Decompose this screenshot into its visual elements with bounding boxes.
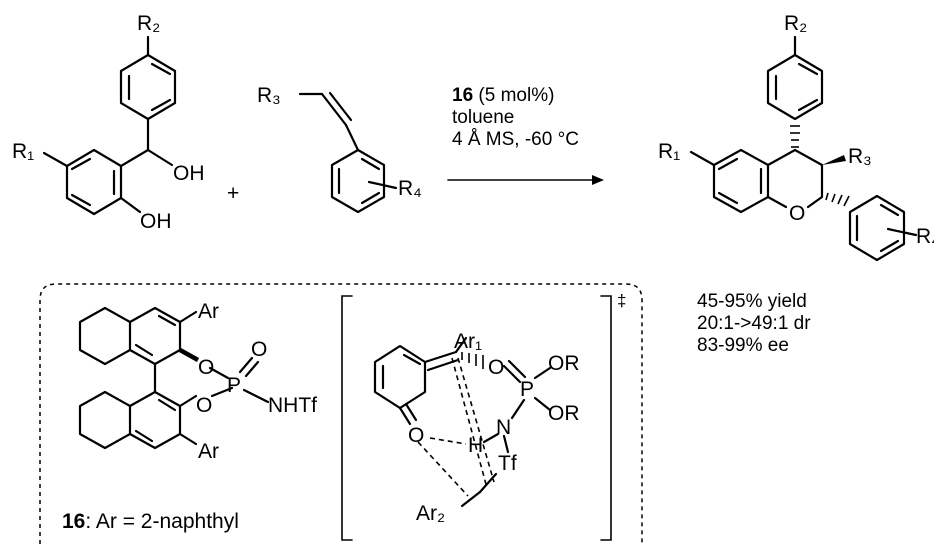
cat-o2: O <box>196 394 212 417</box>
catalyst-panel-border <box>39 283 643 544</box>
additive-label: 4 Å MS, -60 °C <box>452 129 579 150</box>
ts-left-bracket <box>341 295 353 541</box>
product-r2-label: R₂ <box>784 12 807 35</box>
product: R₂ R₁ R₃ O R₄ <box>658 12 934 262</box>
phenol-oh-label: OH <box>140 210 172 233</box>
reactant-2: R₃ R₄ <box>257 84 422 214</box>
cat-ar-top: Ar <box>198 300 219 323</box>
r4-label: R₄ <box>398 177 422 200</box>
ts-h: H <box>468 434 483 457</box>
transition-state: ‡ Ar₁ O <box>341 291 626 541</box>
reactant-1: R₂ OH OH R₁ <box>12 12 205 233</box>
reaction-conditions: 16 (5 mol%) toluene 4 Å MS, -60 °C <box>447 85 604 185</box>
ts-right-bracket <box>600 295 612 541</box>
ts-p: P <box>520 378 534 401</box>
product-r3-label: R₃ <box>848 145 872 168</box>
product-ring-oxygen: O <box>789 202 805 225</box>
plus-sign: + <box>227 182 239 205</box>
r1-label: R₁ <box>12 140 34 163</box>
r2-label: R₂ <box>137 12 160 35</box>
hydroxyl-label: OH <box>173 162 205 185</box>
ts-ar2: Ar₂ <box>416 502 445 525</box>
dr-text: 20:1->49:1 dr <box>697 313 811 334</box>
ts-ar1: Ar₁ <box>454 330 482 353</box>
product-r1-label: R₁ <box>658 140 680 163</box>
cat-o3: O <box>251 338 267 361</box>
cat-p: P <box>227 374 241 397</box>
yield-text: 45-95% yield <box>697 291 807 312</box>
catalyst-label-text: : Ar = 2-naphthyl <box>85 510 239 533</box>
ts-phosphoryl-o: O <box>488 356 504 379</box>
arrow-head <box>592 175 604 185</box>
cat-o1: O <box>198 356 214 379</box>
ts-n: N <box>496 416 511 439</box>
cat-nhtf: NHTf <box>268 394 317 417</box>
catalyst-label-number: 16 <box>62 510 85 533</box>
ts-or-bottom: OR <box>548 402 580 425</box>
catalyst-label: 16: Ar = 2-naphthyl <box>62 510 239 533</box>
ts-or-top: OR <box>548 352 580 375</box>
ee-text: 83-99% ee <box>697 335 789 356</box>
solvent-label: toluene <box>452 107 514 128</box>
r3-label: R₃ <box>257 84 281 107</box>
ts-tf: Tf <box>498 452 517 475</box>
product-r4-label: R₄ <box>916 225 934 248</box>
ts-dagger: ‡ <box>617 291 626 310</box>
catalyst-loading: 16 (5 mol%) <box>452 85 554 106</box>
cat-ar-bottom: Ar <box>198 440 219 463</box>
results: 45-95% yield 20:1->49:1 dr 83-99% ee <box>697 291 811 356</box>
catalyst-amount: (5 mol%) <box>473 85 554 106</box>
catalyst-structure: Ar Ar O O P O NHTf 16: Ar = 2-naphthyl <box>62 300 317 533</box>
catalyst-number: 16 <box>452 85 473 106</box>
ts-carbonyl-o: O <box>408 424 424 447</box>
